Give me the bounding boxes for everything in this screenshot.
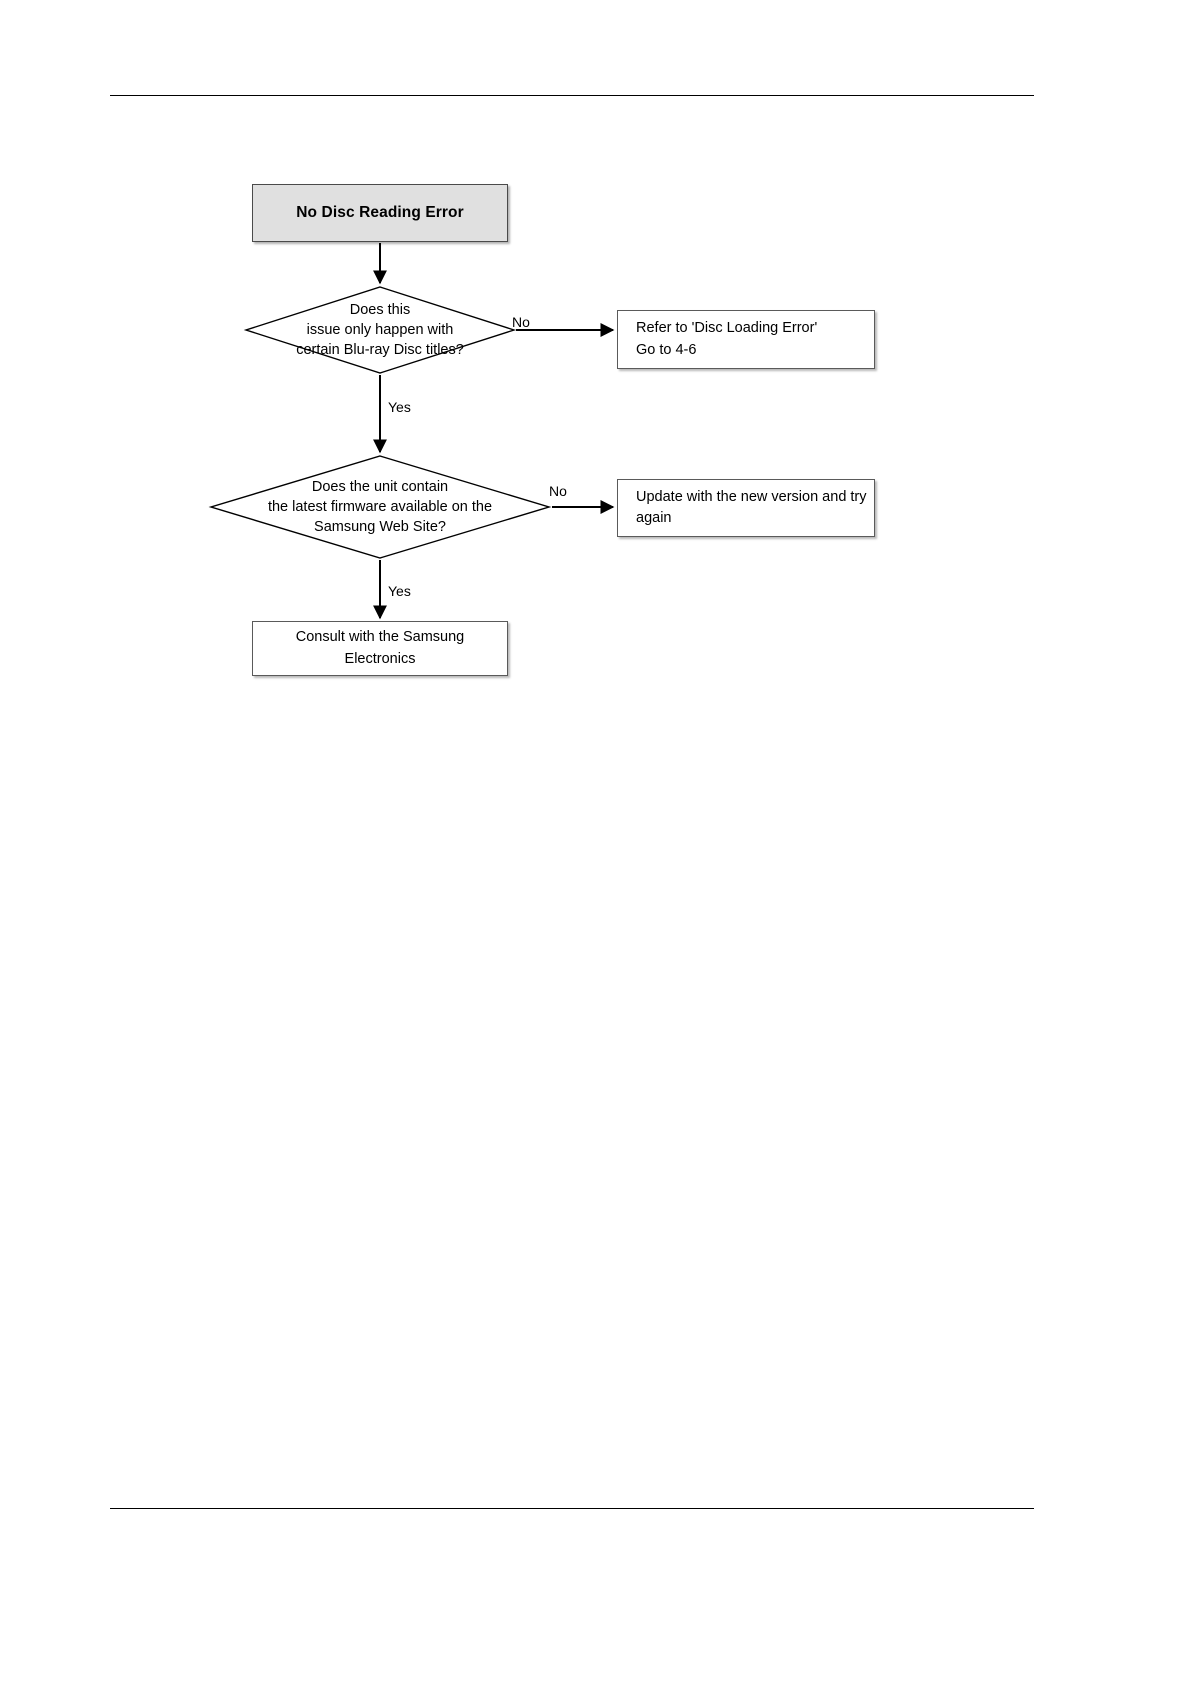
diamond-shape (208, 455, 552, 559)
node-refer-disc-loading-error: Refer to 'Disc Loading Error' Go to 4-6 (617, 310, 875, 369)
node-decision-latest-firmware: Does the unit contain the latest firmwar… (208, 455, 552, 559)
node-no-disc-reading-error: No Disc Reading Error (252, 184, 508, 242)
node-label: Consult with the Samsung Electronics (295, 629, 465, 667)
node-label: Refer to 'Disc Loading Error' Go to 4-6 (636, 320, 818, 358)
edge-label-yes-1: Yes (388, 399, 411, 415)
edge-label-no-2: No (549, 483, 567, 499)
diamond-shape (243, 286, 517, 374)
footer-rule (110, 1508, 1034, 1509)
edge-label-no-1: No (512, 314, 530, 330)
node-consult-samsung-electronics: Consult with the Samsung Electronics (252, 621, 508, 676)
flowchart: No Disc Reading Error Does this issue on… (0, 0, 1191, 760)
node-update-new-version: Update with the new version and try agai… (617, 479, 875, 537)
node-label: No Disc Reading Error (296, 204, 464, 221)
node-label: Update with the new version and try agai… (636, 488, 867, 526)
edge-label-yes-2: Yes (388, 583, 411, 599)
header-rule (110, 95, 1034, 96)
flowchart-connectors (373, 243, 615, 620)
node-decision-blu-ray-titles: Does this issue only happen with certain… (243, 286, 517, 374)
